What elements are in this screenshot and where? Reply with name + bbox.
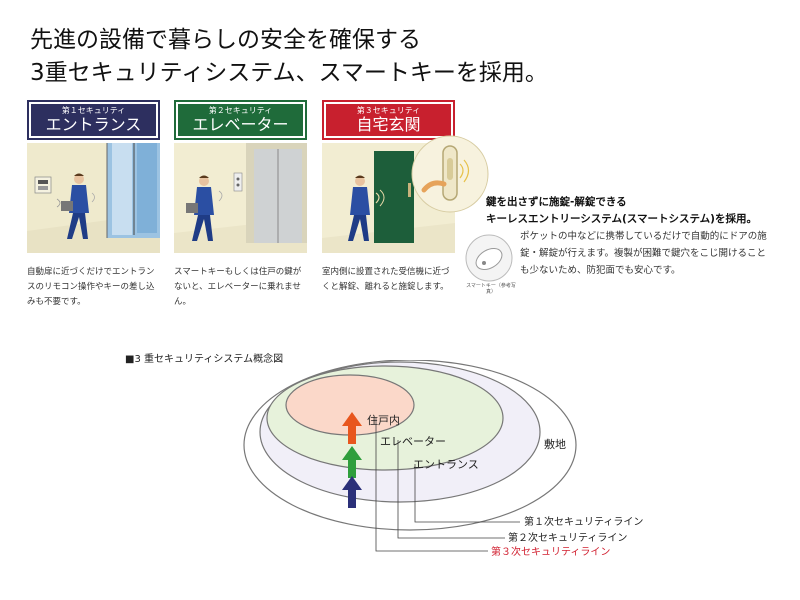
security-line-3-label: 第３次セキュリティライン bbox=[491, 545, 610, 558]
zone-label-site: 敷地 bbox=[544, 437, 566, 451]
leader-line-2 bbox=[397, 440, 505, 539]
headline-line-1: 先進の設備で暮らしの安全を確保する bbox=[30, 27, 421, 53]
leader-line-3 bbox=[375, 418, 488, 552]
panel-elevator: 第２セキュリティ エレベーター スマートキーもしくは住戸の鍵がないと、エレベータ… bbox=[174, 100, 307, 310]
panel-home-title: 自宅玄関 bbox=[356, 115, 421, 134]
door-handle-closeup-icon bbox=[411, 135, 489, 213]
panel-entrance-caption: 自動扉に近づくだけでエントランスのリモコン操作やキーの差し込みも不要です。 bbox=[27, 267, 155, 307]
keyless-feature-heading: 鍵を出さずに施錠-解錠できる キーレスエントリーシステム(スマートシステム)を採… bbox=[486, 194, 757, 228]
elevator-illustration bbox=[174, 143, 307, 253]
leader-line-1 bbox=[414, 464, 520, 523]
zone-label-home: 住戸内 bbox=[367, 413, 400, 427]
panel-home-caption: 室内側に設置された受信機に近づくと解錠、離れると施錠します。 bbox=[322, 267, 450, 292]
zone-label-entrance: エントランス bbox=[413, 458, 479, 471]
zone-label-elevator: エレベーター bbox=[380, 435, 446, 448]
arrow-entrance bbox=[342, 476, 362, 508]
panel-elevator-subtitle: 第２セキュリティ bbox=[208, 106, 273, 115]
panel-elevator-caption: スマートキーもしくは住戸の鍵がないと、エレベーターに乗れません。 bbox=[174, 267, 302, 307]
smart-key-caption: スマートキー（参考写真） bbox=[466, 283, 516, 295]
diagram-title: ■3 重セキュリティシステム概念図 bbox=[125, 354, 284, 365]
headline-line-2: 3重セキュリティシステム、スマートキーを採用。 bbox=[30, 60, 548, 86]
panel-home-header: 第３セキュリティ 自宅玄関 bbox=[322, 100, 455, 140]
panel-home-subtitle: 第３セキュリティ bbox=[356, 106, 421, 115]
panel-entrance: 第１セキュリティ エントランス 自動扉に近づくだけでエントランスのリモコン操作や… bbox=[27, 100, 160, 310]
keyless-feature-line-2: キーレスエントリーシステム(スマートシステム)を採用。 bbox=[486, 213, 757, 225]
arrow-home bbox=[342, 412, 362, 444]
entrance-illustration bbox=[27, 143, 160, 253]
headline: 先進の設備で暮らしの安全を確保する 3重セキュリティシステム、スマートキーを採用… bbox=[30, 24, 548, 90]
panel-elevator-header: 第２セキュリティ エレベーター bbox=[174, 100, 307, 140]
panel-entrance-subtitle: 第１セキュリティ bbox=[61, 106, 126, 115]
panel-elevator-title: エレベーター bbox=[192, 115, 289, 134]
security-zone-diagram: 住戸内 エレベーター エントランス 敷地 第１次セキュリティライン 第２次セキュ… bbox=[243, 360, 643, 558]
panel-entrance-header: 第１セキュリティ エントランス bbox=[27, 100, 160, 140]
keyless-feature-body: ポケットの中などに携帯しているだけで自動的にドアの施錠・解錠が行えます。複製が困… bbox=[520, 231, 767, 276]
security-line-1-label: 第１次セキュリティライン bbox=[524, 515, 643, 528]
keyless-feature-line-1: 鍵を出さずに施錠-解錠できる bbox=[486, 196, 627, 208]
arrow-elevator bbox=[342, 446, 362, 478]
security-line-2-label: 第２次セキュリティライン bbox=[508, 531, 627, 544]
smart-key-fob-icon bbox=[465, 234, 513, 282]
panel-entrance-title: エントランス bbox=[45, 115, 142, 134]
